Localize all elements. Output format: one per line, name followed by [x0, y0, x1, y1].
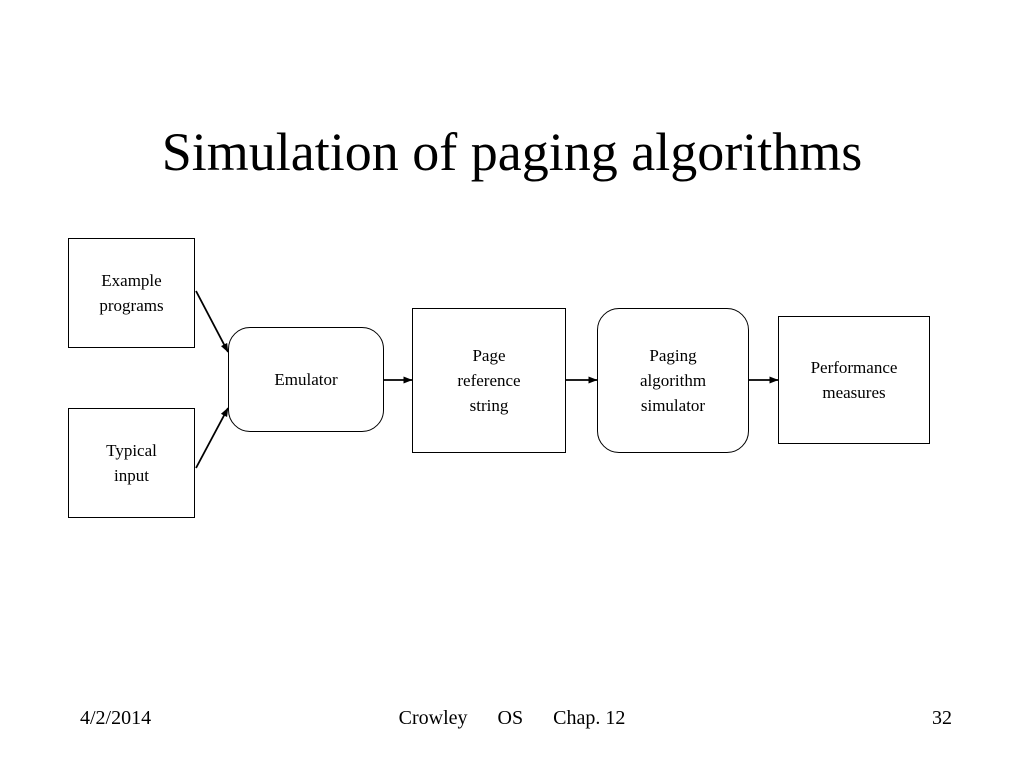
edge-example-programs-to-emulator [195, 290, 229, 353]
node-page-reference-string: Page reference string [412, 308, 566, 453]
node-performance-measures: Performance measures [778, 316, 930, 444]
footer-date: 4/2/2014 [80, 707, 152, 729]
node-emulator-label: Emulator [274, 370, 338, 389]
edge-typical-input-to-emulator [195, 407, 229, 469]
node-page-reference-string-label: Page reference string [457, 346, 521, 415]
footer-page-number: 32 [932, 707, 952, 729]
node-example-programs: Example programs [68, 238, 195, 348]
footer-attribution: Crowley OS Chap. 12 [398, 707, 626, 729]
node-emulator: Emulator [228, 327, 384, 432]
node-paging-algorithm-simulator-label: Paging algorithm simulator [639, 346, 707, 415]
slide-footer: 4/2/2014 Crowley OS Chap. 12 32 [0, 700, 1024, 736]
node-paging-algorithm-simulator: Paging algorithm simulator [597, 308, 749, 453]
node-typical-input-label: Typical input [106, 441, 157, 485]
node-example-programs-label: Example programs [99, 271, 164, 315]
node-typical-input: Typical input [68, 408, 195, 518]
page-title: Simulation of paging algorithms [161, 122, 863, 183]
node-performance-measures-label: Performance measures [810, 358, 898, 402]
